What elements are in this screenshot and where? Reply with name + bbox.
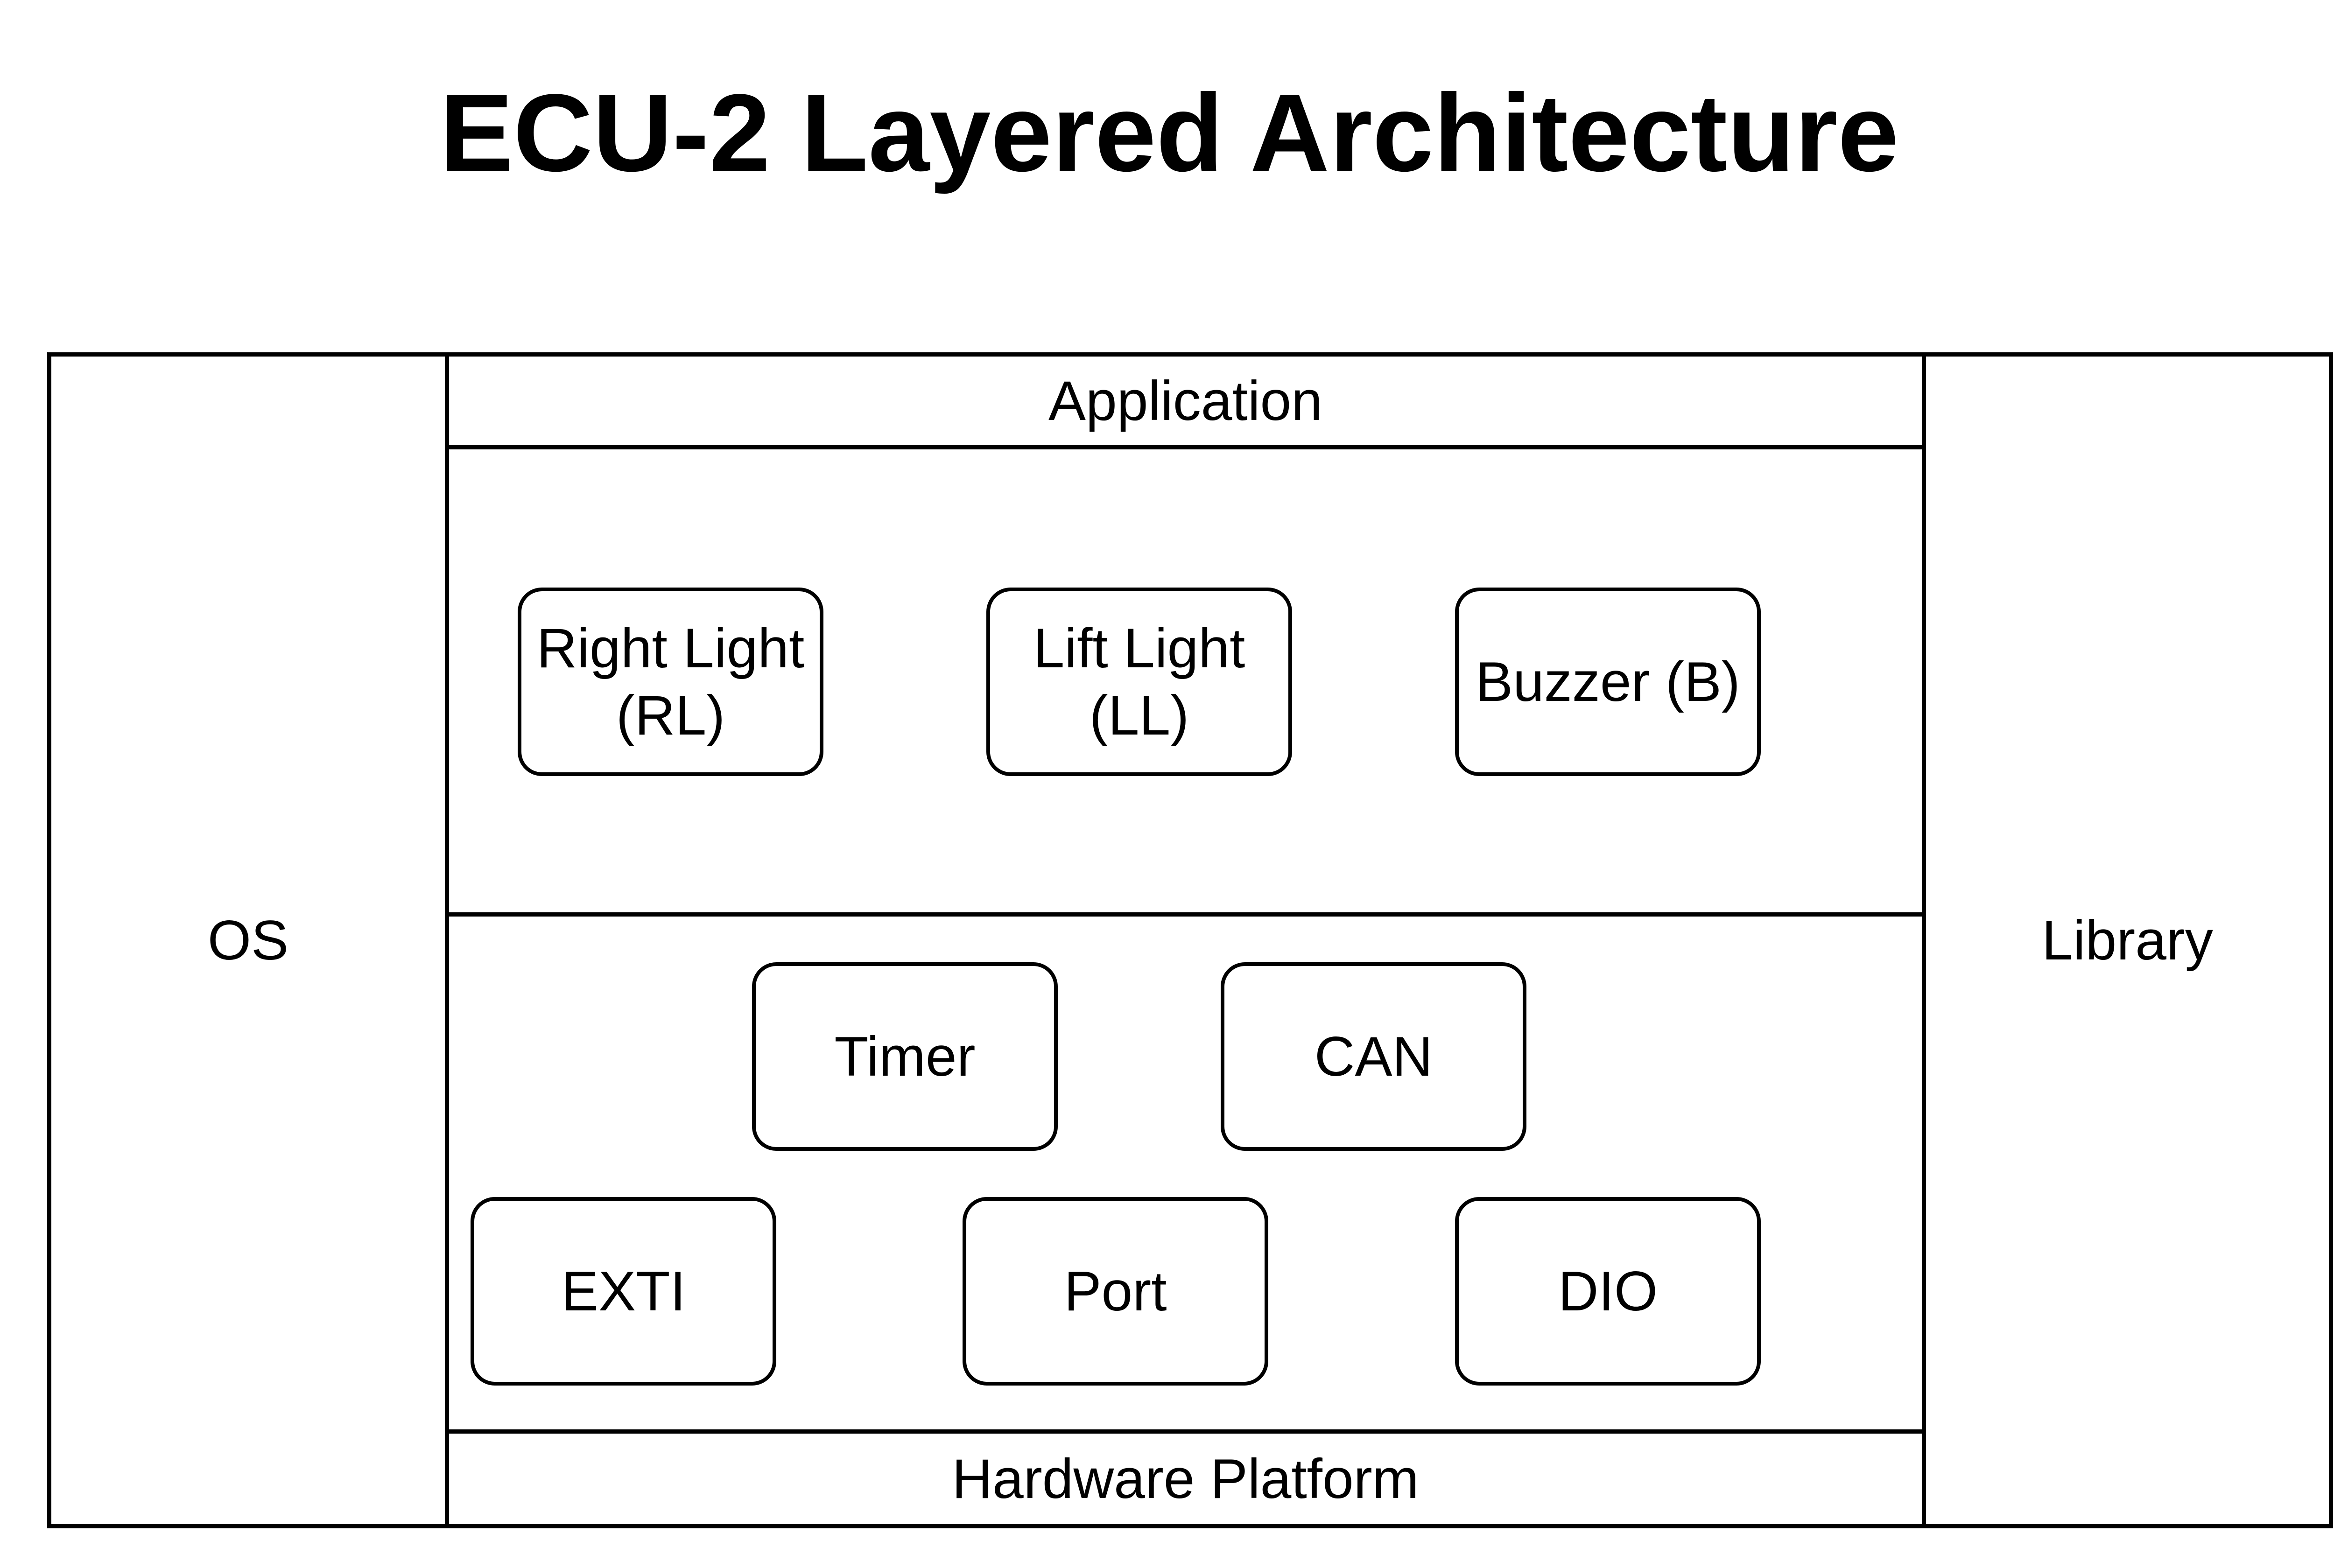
dio-module: DIO — [1455, 1197, 1761, 1386]
can-module: CAN — [1221, 962, 1526, 1151]
exti-module: EXTI — [471, 1197, 776, 1386]
library-panel: Library — [2042, 909, 2213, 972]
right-light-module: Right Light (RL) — [518, 588, 823, 776]
ecual-mcal-divider — [445, 912, 1926, 917]
diagram-title: ECU-2 Layered Architecture — [440, 71, 1899, 195]
os-divider — [445, 352, 449, 1528]
timer-module: Timer — [752, 962, 1058, 1151]
hardware-divider — [445, 1429, 1926, 1434]
os-panel: OS — [207, 909, 289, 972]
hardware-platform-label: Hardware Platform — [952, 1448, 1419, 1510]
library-divider — [1922, 352, 1926, 1528]
application-divider — [445, 445, 1926, 449]
lift-light-module: Lift Light (LL) — [986, 588, 1292, 776]
application-layer-label: Application — [1048, 370, 1323, 432]
port-module: Port — [963, 1197, 1268, 1386]
buzzer-module: Buzzer (B) — [1455, 588, 1761, 776]
